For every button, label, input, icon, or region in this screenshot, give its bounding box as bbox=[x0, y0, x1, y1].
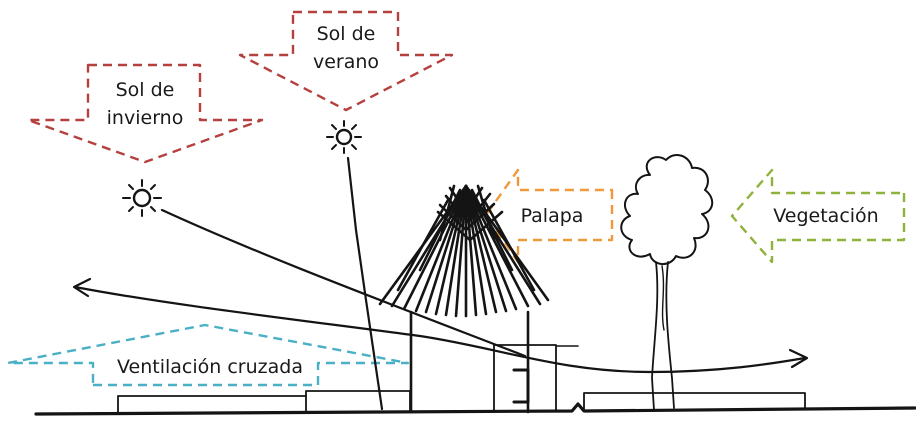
winter-sun-label-line1: Sol de bbox=[116, 79, 175, 101]
airflow-curve bbox=[73, 285, 807, 374]
ventilation-arrow bbox=[6, 323, 410, 387]
sun-icon bbox=[122, 179, 162, 217]
summer-sun-label-line2: verano bbox=[313, 51, 379, 73]
left-plinth bbox=[117, 395, 307, 414]
summer-sun-label-line1: Sol de bbox=[317, 23, 376, 45]
summer-sun-ray bbox=[346, 156, 384, 411]
vegetation-arrow bbox=[730, 168, 906, 264]
thatched-roof-icon bbox=[378, 184, 550, 318]
center-plinth bbox=[305, 390, 411, 413]
airflow-arrowhead-left bbox=[72, 277, 92, 298]
airflow-arrowhead-right bbox=[788, 348, 809, 369]
sun-icon bbox=[326, 120, 362, 154]
winter-sun-arrow bbox=[26, 63, 264, 164]
tree-canopy bbox=[620, 153, 714, 265]
inner-room bbox=[493, 344, 557, 411]
palapa-label: Palapa bbox=[521, 205, 584, 227]
winter-sun-label-line2: invierno bbox=[107, 107, 184, 129]
ground-line bbox=[34, 402, 916, 416]
vegetation-label: Vegetación bbox=[773, 205, 878, 227]
tree-icon bbox=[620, 153, 714, 411]
tree-trunk-inner bbox=[661, 265, 665, 331]
tree-trunk-left bbox=[651, 261, 659, 411]
sketch-drawing bbox=[34, 120, 916, 416]
inner-room-bench bbox=[512, 368, 530, 404]
tree-trunk-right bbox=[665, 261, 675, 409]
right-plinth bbox=[583, 392, 806, 411]
summer-sun-arrow bbox=[238, 10, 454, 112]
palapa-arrow bbox=[484, 168, 614, 264]
winter-sun-ray bbox=[160, 208, 527, 358]
ventilation-label: Ventilación cruzada bbox=[117, 356, 303, 378]
